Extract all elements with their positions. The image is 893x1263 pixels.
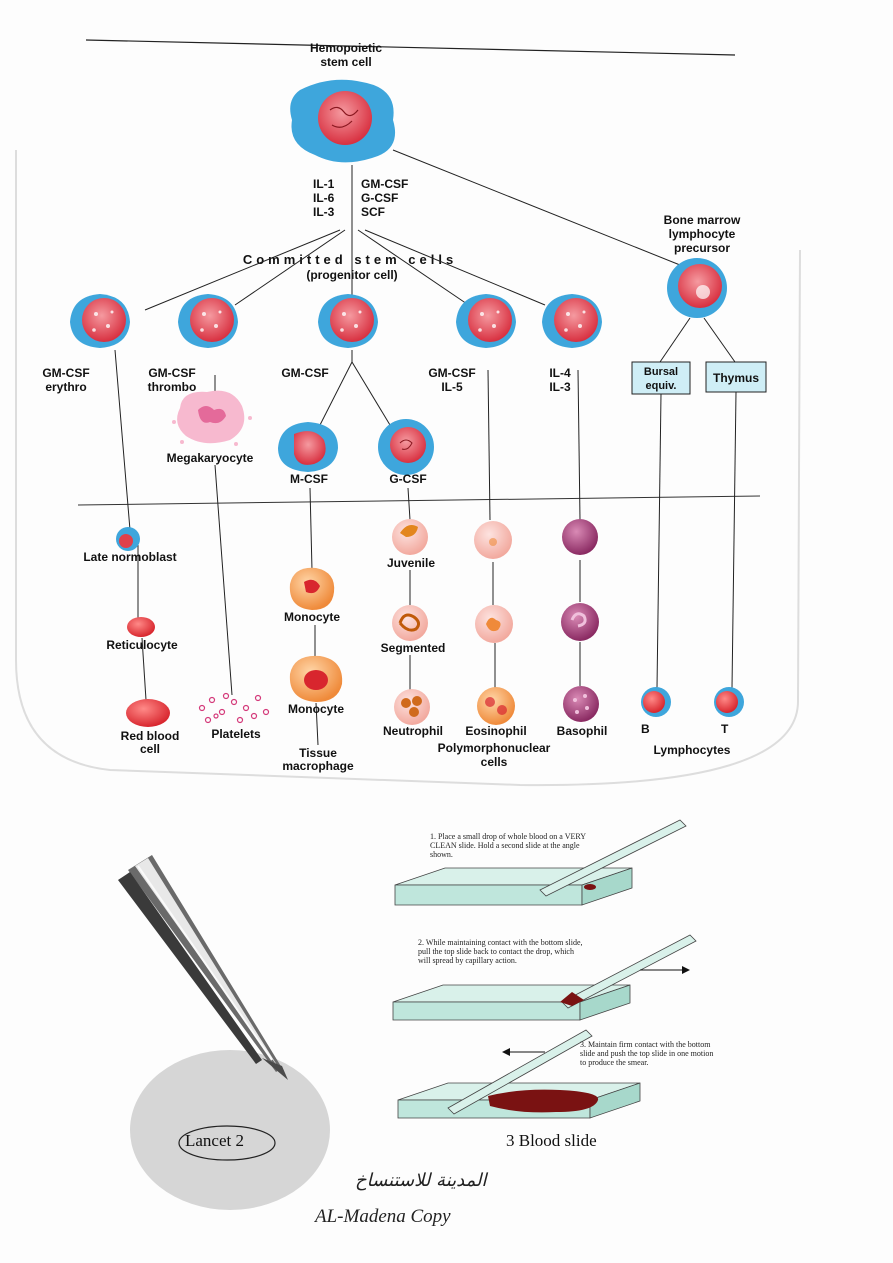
factor-left-3: IL-3 [313, 205, 335, 219]
bursal-label-1: Bursal [644, 366, 678, 378]
divider-line [77, 495, 761, 506]
polymorph-label-1: Polymorphonuclear [438, 741, 551, 755]
eos-factor-2: IL-5 [441, 380, 463, 394]
red-blood-cell-label-1: Red blood [121, 729, 180, 743]
bursal-label-2: equiv. [646, 380, 677, 392]
m-csf-cell [278, 422, 338, 472]
platelets-label: Platelets [211, 727, 261, 741]
watermark-arabic: المدينة للاستنساخ [355, 1170, 487, 1191]
neutrophil-label: Neutrophil [383, 724, 443, 738]
eosinophil-2-cell [475, 605, 513, 643]
lancet-circle [178, 1125, 276, 1161]
lancet-caption: Lancet 2 [185, 1131, 244, 1150]
progenitor-cells [70, 294, 602, 348]
megakaryocyte-cell [172, 390, 252, 446]
basophil-2-cell [561, 603, 599, 641]
branch-lines [144, 149, 681, 311]
t-label: T [721, 722, 729, 736]
eosinophil-label: Eosinophil [465, 724, 526, 738]
top-rule [85, 39, 736, 56]
platelets-shapes [198, 692, 270, 724]
slide-step-1-text: 1. Place a small drop of whole blood on … [430, 832, 586, 859]
baso-factor-2: IL-3 [549, 380, 571, 394]
m-csf-label: M-CSF [290, 472, 328, 486]
t-lymphocyte-cell [714, 687, 744, 717]
eosinophil-1-cell [474, 521, 512, 559]
monocyte-1-label: Monocyte [284, 610, 340, 624]
b-label: B [641, 722, 650, 736]
megakaryocyte-label: Megakaryocyte [167, 451, 254, 465]
juvenile-cell [392, 519, 428, 555]
basophil-3-cell [563, 686, 599, 722]
polymorph-label-2: cells [481, 755, 508, 769]
factor-right-3: SCF [361, 205, 385, 219]
b-lymphocyte-cell [641, 687, 671, 717]
monocyte-2-cell [289, 655, 343, 702]
slide-step-2 [392, 934, 697, 1021]
eos-factor-1: GM-CSF [428, 366, 475, 380]
erythro-factor-1: GM-CSF [42, 366, 89, 380]
lancet-image [118, 855, 330, 1210]
thymus-label: Thymus [713, 371, 759, 385]
tissue-macrophage-label-2: macrophage [282, 759, 354, 773]
bursal-box [631, 361, 691, 395]
tissue-macrophage-label-1: Tissue [299, 746, 337, 760]
lymphocytes-label: Lymphocytes [654, 743, 731, 757]
monocyte-2-label: Monocyte [288, 702, 344, 716]
reticulocyte-label: Reticulocyte [106, 638, 178, 652]
slide-step-1 [394, 819, 687, 906]
factor-right-1: GM-CSF [361, 177, 408, 191]
late-normoblast-label: Late normoblast [83, 550, 176, 564]
frame-curve [15, 150, 801, 787]
thrombo-factor-2: thrombo [148, 380, 197, 394]
thrombo-factor-1: GM-CSF [148, 366, 195, 380]
factor-right-2: G-CSF [361, 191, 398, 205]
stem-cell-label-2: stem cell [320, 55, 371, 69]
red-blood-cell-shape [126, 699, 170, 727]
lymph-precursor-label-3: precursor [674, 241, 730, 255]
reticulocyte-cell [127, 617, 155, 637]
basophil-label: Basophil [557, 724, 608, 738]
segmented-cell [392, 605, 428, 641]
baso-factor-1: IL-4 [549, 366, 571, 380]
factor-left-1: IL-1 [313, 177, 335, 191]
g-csf-cell [378, 419, 434, 475]
erythro-factor-2: erythro [45, 380, 86, 394]
juvenile-label: Juvenile [387, 556, 435, 570]
stem-cell-label-1: Hemopoietic [310, 41, 382, 55]
thymus-box [705, 361, 767, 393]
lymph-precursor-label-1: Bone marrow [664, 213, 741, 227]
eosinophil-3-cell [477, 687, 515, 725]
slide-step-2-text: 2. While maintaining contact with the bo… [418, 938, 583, 965]
watermark-latin: AL-Madena Copy [315, 1206, 451, 1227]
lineage-lines [114, 349, 737, 746]
red-blood-cell-label-2: cell [140, 742, 160, 756]
monocyte-1-cell [289, 567, 335, 610]
mono-factor: GM-CSF [281, 366, 328, 380]
lymph-precursor-cell [667, 258, 727, 318]
late-normoblast-cell [116, 527, 140, 551]
g-csf-label: G-CSF [389, 472, 426, 486]
slide-step-3 [397, 1029, 641, 1119]
committed-label: Committed stem cells [243, 252, 457, 267]
factor-left-2: IL-6 [313, 191, 335, 205]
neutrophil-cell [394, 689, 430, 725]
stem-cell [290, 79, 396, 163]
segmented-label: Segmented [381, 641, 446, 655]
lymph-precursor-label-2: lymphocyte [669, 227, 736, 241]
slide-step-3-text: 3. Maintain firm contact with the bottom… [580, 1040, 714, 1067]
blood-slide-caption: 3 Blood slide [506, 1131, 597, 1150]
basophil-1-cell [562, 519, 598, 555]
